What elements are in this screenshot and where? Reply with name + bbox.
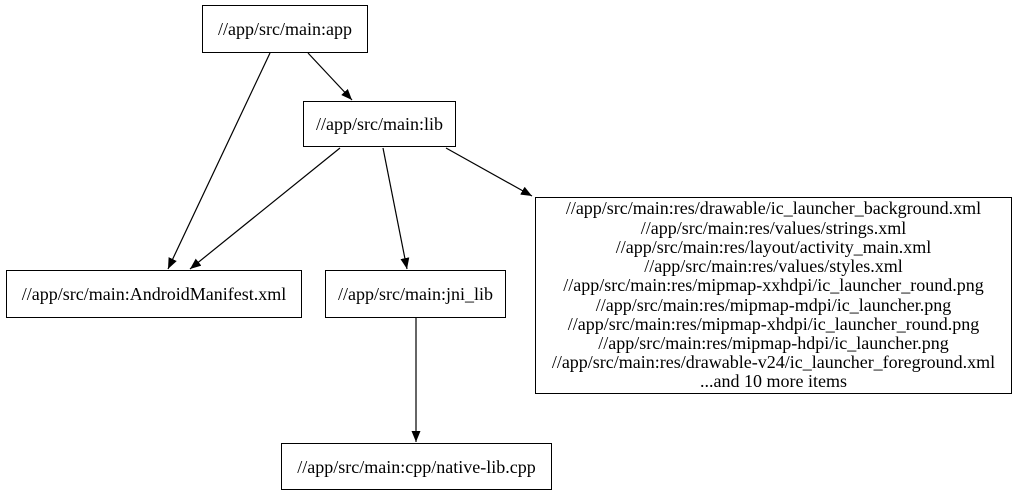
node-jni-lib-label: //app/src/main:jni_lib [338, 284, 493, 304]
resource-line: //app/src/main:res/values/strings.xml [640, 217, 907, 238]
resource-line: //app/src/main:res/mipmap-mdpi/ic_launch… [595, 294, 952, 315]
node-native-lib-cpp-label: //app/src/main:cpp/native-lib.cpp [297, 456, 536, 477]
edge-lib-to-jni-lib [382, 147, 410, 270]
resource-line: //app/src/main:res/values/styles.xml [644, 256, 903, 277]
edge-lib-to-androidmanifest [189, 147, 341, 270]
edge-app-to-androidmanifest [167, 52, 271, 270]
node-native-lib-cpp: //app/src/main:cpp/native-lib.cpp [281, 443, 552, 490]
resource-line: //app/src/main:res/drawable-v24/ic_launc… [551, 352, 996, 373]
resource-line: //app/src/main:res/mipmap-hdpi/ic_launch… [598, 332, 949, 353]
node-lib: //app/src/main:lib [303, 101, 456, 147]
node-lib-label: //app/src/main:lib [316, 114, 443, 134]
node-jni-lib: //app/src/main:jni_lib [325, 270, 506, 318]
node-app: //app/src/main:app [202, 5, 368, 53]
edge-app-to-lib [307, 52, 353, 101]
resource-overflow-note: ...and 10 more items [700, 371, 847, 392]
resource-line: //app/src/main:res/layout/activity_main.… [615, 236, 932, 257]
node-android-manifest: //app/src/main:AndroidManifest.xml [6, 270, 302, 318]
edge-lib-to-resources [445, 147, 533, 197]
node-app-label: //app/src/main:app [218, 19, 352, 39]
node-resources-group: //app/src/main:res/drawable/ic_launcher_… [535, 197, 1012, 394]
node-android-manifest-label: //app/src/main:AndroidManifest.xml [21, 284, 287, 304]
resource-line: //app/src/main:res/mipmap-xxhdpi/ic_laun… [563, 275, 984, 296]
resource-line: //app/src/main:res/mipmap-xhdpi/ic_launc… [567, 313, 980, 334]
resource-line: //app/src/main:res/drawable/ic_launcher_… [565, 198, 982, 219]
